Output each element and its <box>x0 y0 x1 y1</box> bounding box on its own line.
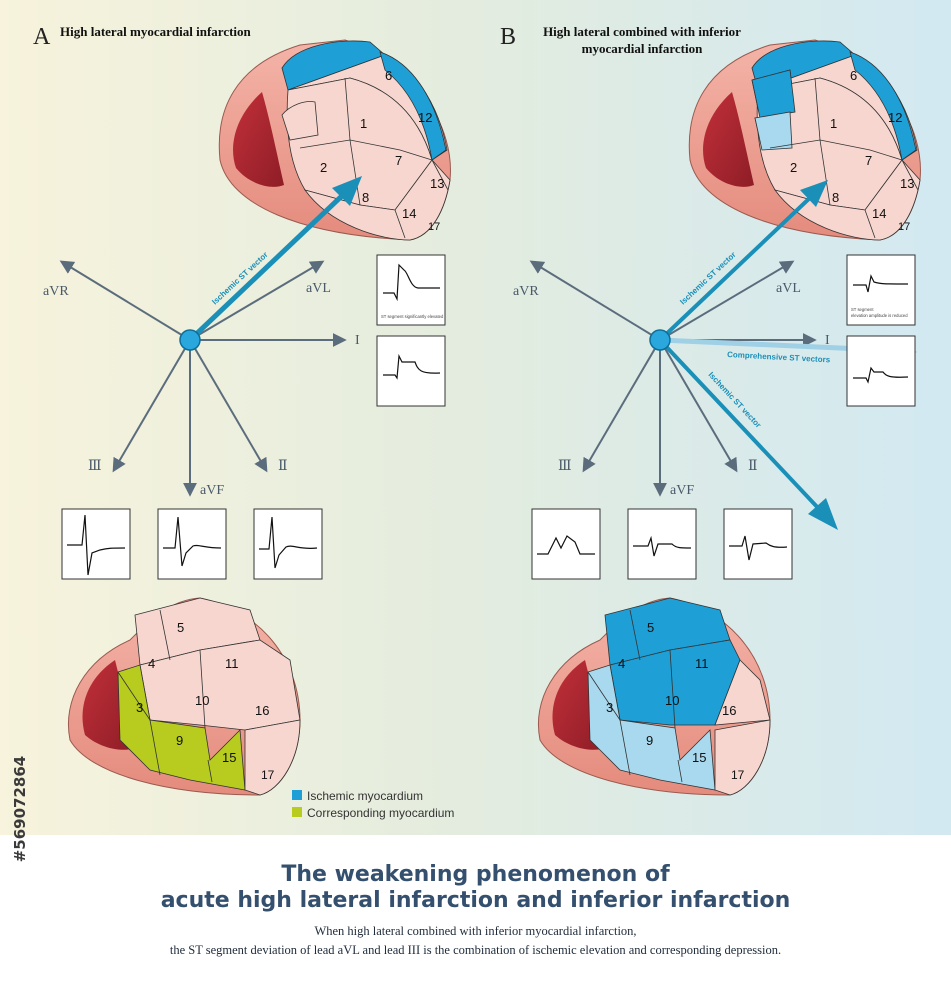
seg-a-4: 4 <box>148 656 155 671</box>
lead-a-avr: aVR <box>43 284 69 299</box>
ecg-a-avf <box>157 508 227 580</box>
seg-b-1: 1 <box>830 116 837 131</box>
seg-b-17-top: 17 <box>898 221 910 233</box>
seg-b-10: 10 <box>665 693 679 708</box>
seg-a-8: 8 <box>362 190 369 205</box>
seg-b-9: 9 <box>646 733 653 748</box>
heart-top-a <box>218 39 451 241</box>
legend-swatch-corresponding <box>292 807 302 817</box>
seg-b-7: 7 <box>865 153 872 168</box>
seg-b-3: 3 <box>606 700 613 715</box>
panel-a-letter: A <box>33 24 51 50</box>
lead-a-iii: Ⅲ <box>88 459 102 474</box>
ecg-b-avf <box>627 508 697 580</box>
ischemic-st-vector-b-lower <box>658 338 838 530</box>
panel-a-title: High lateral myocardial infarction <box>60 24 252 39</box>
ischemic-st-vector-b-upper <box>658 180 828 342</box>
caption-desc-line1: When high lateral combined with inferior… <box>314 924 637 938</box>
legend-corresponding: Corresponding myocardium <box>307 806 454 820</box>
lead-b-i: I <box>825 333 830 348</box>
seg-a-17-top: 17 <box>428 221 440 233</box>
axis-origin-a <box>179 329 201 351</box>
ecg-b-i <box>846 335 916 407</box>
ecg-a-iii <box>61 508 131 580</box>
seg-b-2: 2 <box>790 160 797 175</box>
seg-a-2: 2 <box>320 160 327 175</box>
legend-swatch-ischemic <box>292 790 302 800</box>
seg-a-3: 3 <box>136 700 143 715</box>
lead-a-i: I <box>355 333 360 348</box>
seg-b-14: 14 <box>872 206 886 221</box>
ecg-a-ii <box>253 508 323 580</box>
lead-axes-a <box>59 260 347 497</box>
panel-b-letter: B <box>500 24 516 50</box>
seg-b-4: 4 <box>618 656 625 671</box>
stock-id: #569072864 <box>11 755 29 863</box>
lead-a-avl: aVL <box>306 281 331 296</box>
panel-b-title-line1: High lateral combined with inferior <box>543 24 741 39</box>
ecg-note-b-avl-2: elevation amplitude is reduced <box>851 313 908 318</box>
legend: Ischemic myocardium Corresponding myocar… <box>292 789 454 820</box>
seg-a-14: 14 <box>402 206 416 221</box>
seg-b-13: 13 <box>900 176 914 191</box>
ecg-b-avl: ST segment elevation amplitude is reduce… <box>846 254 916 326</box>
lead-b-ii: Ⅱ <box>748 459 758 474</box>
seg-a-15: 15 <box>222 750 236 765</box>
caption-desc-line2: the ST segment deviation of lead aVL and… <box>169 943 782 957</box>
lead-b-avf: aVF <box>670 483 694 498</box>
ecg-a-i <box>376 335 446 407</box>
seg-a-1: 1 <box>360 116 367 131</box>
lead-b-iii: Ⅲ <box>558 459 572 474</box>
lead-a-avf: aVF <box>200 483 224 498</box>
seg-a-9: 9 <box>176 733 183 748</box>
lead-b-avr: aVR <box>513 284 539 299</box>
ecg-a-avl: ST segment significantly elevated <box>376 254 446 326</box>
seg-a-6: 6 <box>385 68 392 83</box>
seg-a-10: 10 <box>195 693 209 708</box>
seg-b-17: 17 <box>731 768 745 782</box>
seg-b-15: 15 <box>692 750 706 765</box>
heart-bottom-a <box>68 597 301 796</box>
seg-a-5: 5 <box>177 620 184 635</box>
ecg-b-ii <box>723 508 793 580</box>
caption-title-line1: The weakening phenomenon of <box>281 862 670 887</box>
seg-a-17: 17 <box>261 768 275 782</box>
seg-a-7: 7 <box>395 153 402 168</box>
seg-a-12: 12 <box>418 110 432 125</box>
legend-ischemic: Ischemic myocardium <box>307 789 423 803</box>
seg-b-11: 11 <box>695 656 709 671</box>
axis-origin-b <box>649 329 671 351</box>
seg-b-16: 16 <box>722 703 736 718</box>
seg-a-13: 13 <box>430 176 444 191</box>
caption: The weakening phenomenon of acute high l… <box>0 862 951 960</box>
panel-b-title-line2: myocardial infarction <box>582 41 703 56</box>
seg-b-8: 8 <box>832 190 839 205</box>
seg-a-16: 16 <box>255 703 269 718</box>
ecg-b-iii <box>531 508 601 580</box>
heart-bottom-b <box>538 597 771 796</box>
heart-top-b <box>688 39 921 241</box>
lead-b-avl: aVL <box>776 281 801 296</box>
ecg-note-b-avl-1: ST segment <box>851 307 874 312</box>
caption-title-line2: acute high lateral infarction and inferi… <box>160 888 791 913</box>
seg-b-12: 12 <box>888 110 902 125</box>
seg-b-5: 5 <box>647 620 654 635</box>
seg-a-11: 11 <box>225 656 239 671</box>
lead-a-ii: Ⅱ <box>278 459 288 474</box>
seg-b-6: 6 <box>850 68 857 83</box>
ecg-note-a-avl: ST segment significantly elevated <box>381 314 444 319</box>
ischemic-st-vector-a <box>188 176 362 342</box>
